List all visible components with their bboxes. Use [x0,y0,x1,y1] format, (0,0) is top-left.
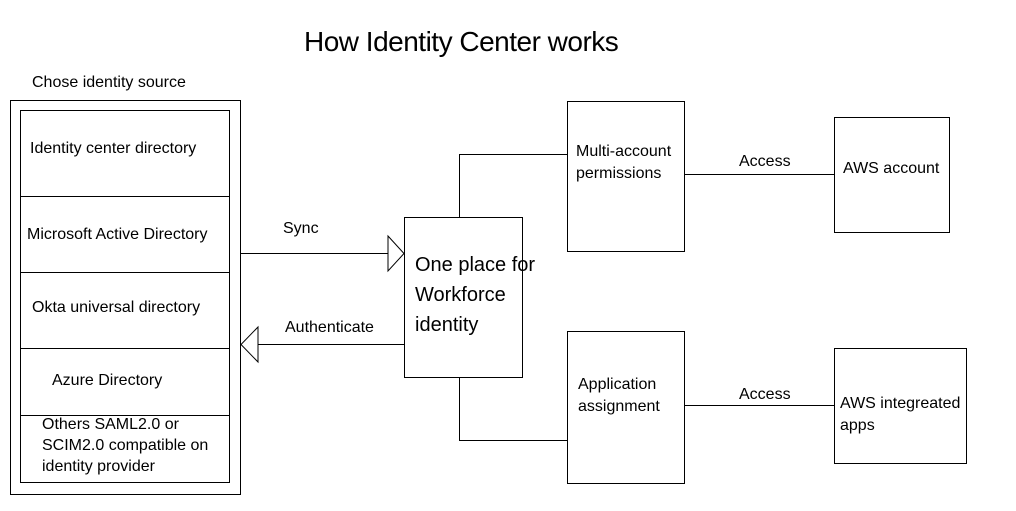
sync-arrowhead [387,234,405,273]
authenticate-arrowhead [240,325,259,364]
source-item-microsoft-ad: Microsoft Active Directory [27,226,208,243]
sync-label: Sync [283,220,319,237]
source-item-azure: Azure Directory [52,372,163,389]
access-top-label: Access [739,153,791,170]
aws-apps-label: AWS integreated apps [840,395,961,434]
source-panel-outer [10,100,241,495]
aws-account-label: AWS account [843,160,940,177]
multi-account-box [567,101,685,252]
center-box [404,217,523,378]
center-to-app-assignment [459,378,567,441]
aws-apps-box [834,348,967,464]
center-box-label: One place for Workforce identity [415,254,536,336]
aws-account-box [834,117,950,233]
diagram-title: How Identity Center works [304,26,619,57]
app-assignment-label: Application assignment [578,376,660,415]
source-item-identity-center: Identity center directory [30,140,197,157]
access-bottom-label: Access [739,386,791,403]
center-to-multi-account [459,154,567,217]
source-panel-heading: Chose identity source [32,74,186,91]
source-panel-inner [20,110,230,483]
source-item-others: Others SAML2.0 or SCIM2.0 compatible on … [42,416,209,475]
app-assignment-box [567,331,685,484]
multi-account-label: Multi-account permissions [576,143,672,182]
source-item-okta: Okta universal directory [32,299,201,316]
authenticate-label: Authenticate [285,319,374,336]
